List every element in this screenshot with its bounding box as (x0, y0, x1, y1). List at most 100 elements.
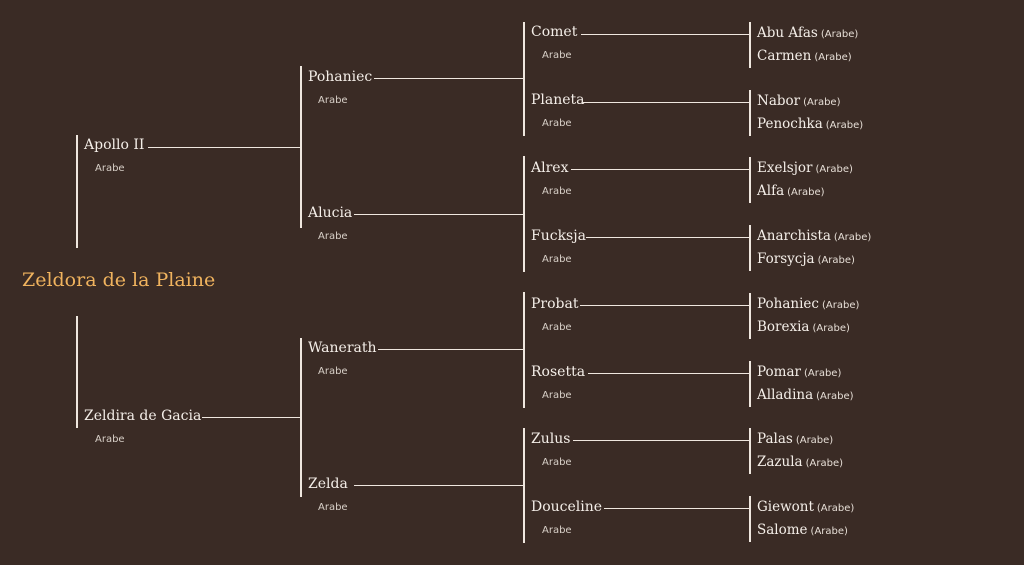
connector-line (588, 373, 749, 374)
grandparent-name[interactable]: Zelda (308, 476, 348, 492)
ancestor-name-text: Abu Afas (757, 25, 818, 41)
ancestor-breed-text: (Arabe) (795, 435, 834, 446)
ancestor-name-text: Borexia (757, 319, 810, 335)
great-grandparent-name[interactable]: Douceline (531, 499, 603, 515)
great-grandparent-name[interactable]: Zulus (531, 431, 571, 447)
great-great-grandparent-name[interactable]: Alfa(Arabe) (757, 183, 825, 201)
ancestor-breed-text: (Arabe) (817, 255, 855, 266)
great-great-grandparent-name[interactable]: Zazula(Arabe) (757, 454, 843, 472)
great-great-grandparent-name[interactable]: Exelsjor(Arabe) (757, 160, 853, 178)
ancestor-breed-text: (Arabe) (816, 391, 854, 402)
great-great-grandparent-bracket-line (749, 496, 751, 542)
ancestor-breed-text: (Arabe) (820, 29, 859, 40)
connector-line (378, 349, 523, 350)
connector-line (583, 102, 749, 103)
ancestor-name-text: Alfa (757, 183, 785, 199)
great-great-grandparent-name[interactable]: Penochka(Arabe) (757, 116, 863, 134)
connector-line (354, 214, 523, 215)
connector-line (580, 305, 749, 306)
great-grandparent-name[interactable]: Comet (531, 24, 578, 40)
great-great-grandparent-name[interactable]: Abu Afas(Arabe) (757, 25, 858, 43)
parent-breed: Arabe (95, 163, 125, 174)
great-grandparent-breed: Arabe (542, 390, 572, 401)
great-grandparent-name[interactable]: Alrex (531, 160, 569, 176)
connector-line (148, 147, 300, 148)
great-great-grandparent-bracket-line (749, 428, 751, 474)
great-great-grandparent-name[interactable]: Nabor(Arabe) (757, 93, 840, 111)
great-grandparent-breed: Arabe (542, 186, 572, 197)
grandparent-bracket-line (300, 338, 302, 497)
connector-line (202, 417, 300, 418)
parent-bracket-line (76, 316, 78, 428)
great-grandparent-name[interactable]: Planeta (531, 92, 585, 108)
connector-line (581, 34, 749, 35)
ancestor-name-text: Alladina (757, 387, 814, 403)
ancestor-breed-text: (Arabe) (821, 300, 860, 311)
connector-line (571, 169, 749, 170)
parent-breed: Arabe (95, 434, 125, 445)
ancestor-breed-text: (Arabe) (803, 97, 841, 108)
great-great-grandparent-name[interactable]: Giewont(Arabe) (757, 499, 854, 517)
great-grandparent-name[interactable]: Rosetta (531, 364, 586, 380)
great-grandparent-name[interactable]: Probat (531, 296, 579, 312)
connector-line (354, 485, 523, 486)
great-great-grandparent-bracket-line (749, 22, 751, 68)
great-great-grandparent-bracket-line (749, 361, 751, 407)
great-grandparent-breed: Arabe (542, 254, 572, 265)
parent-name[interactable]: Zeldira de Gacia (84, 408, 202, 424)
grandparent-breed: Arabe (318, 366, 348, 377)
ancestor-breed-text: (Arabe) (810, 526, 848, 537)
ancestor-breed-text: (Arabe) (805, 458, 843, 469)
ancestor-name-text: Nabor (757, 93, 801, 109)
ancestor-name-text: Penochka (757, 116, 823, 132)
great-grandparent-breed: Arabe (542, 118, 572, 129)
ancestor-name-text: Pohaniec (757, 296, 819, 312)
grandparent-breed: Arabe (318, 231, 348, 242)
great-great-grandparent-bracket-line (749, 225, 751, 271)
grandparent-breed: Arabe (318, 502, 348, 513)
ancestor-name-text: Zazula (757, 454, 803, 470)
great-great-grandparent-name[interactable]: Palas(Arabe) (757, 431, 833, 449)
ancestor-name-text: Salome (757, 522, 808, 538)
great-grandparent-breed: Arabe (542, 50, 572, 61)
ancestor-name-text: Palas (757, 431, 793, 447)
great-great-grandparent-name[interactable]: Salome(Arabe) (757, 522, 848, 540)
great-great-grandparent-bracket-line (749, 157, 751, 203)
ancestor-breed-text: (Arabe) (787, 187, 825, 198)
great-great-grandparent-name[interactable]: Alladina(Arabe) (757, 387, 854, 405)
grandparent-name[interactable]: Pohaniec (308, 69, 373, 85)
subject-horse-name[interactable]: Zeldora de la Plaine (22, 269, 216, 291)
ancestor-breed-text: (Arabe) (803, 368, 842, 379)
connector-line (586, 237, 749, 238)
ancestor-breed-text: (Arabe) (816, 503, 855, 514)
connector-line (604, 508, 749, 509)
parent-bracket-line (76, 135, 78, 248)
ancestor-breed-text: (Arabe) (812, 323, 850, 334)
great-great-grandparent-name[interactable]: Forsycja(Arabe) (757, 251, 855, 269)
ancestor-breed-text: (Arabe) (815, 164, 853, 175)
great-great-grandparent-name[interactable]: Borexia(Arabe) (757, 319, 850, 337)
ancestor-breed-text: (Arabe) (825, 120, 864, 131)
ancestor-name-text: Pomar (757, 364, 801, 380)
ancestor-name-text: Exelsjor (757, 160, 813, 176)
grandparent-name[interactable]: Wanerath (308, 340, 377, 356)
ancestor-name-text: Carmen (757, 48, 812, 64)
great-great-grandparent-name[interactable]: Anarchista(Arabe) (757, 228, 871, 246)
ancestor-name-text: Forsycja (757, 251, 815, 267)
grandparent-breed: Arabe (318, 95, 348, 106)
parent-name[interactable]: Apollo II (84, 137, 145, 153)
great-grandparent-bracket-line (523, 22, 525, 136)
ancestor-name-text: Giewont (757, 499, 814, 515)
great-grandparent-breed: Arabe (542, 322, 572, 333)
grandparent-bracket-line (300, 66, 302, 228)
great-grandparent-bracket-line (523, 156, 525, 272)
great-grandparent-name[interactable]: Fucksja (531, 228, 586, 244)
great-great-grandparent-name[interactable]: Pohaniec(Arabe) (757, 296, 859, 314)
grandparent-name[interactable]: Alucia (308, 205, 353, 221)
great-great-grandparent-name[interactable]: Pomar(Arabe) (757, 364, 841, 382)
connector-line (573, 440, 749, 441)
connector-line (374, 78, 523, 79)
great-great-grandparent-name[interactable]: Carmen(Arabe) (757, 48, 852, 66)
great-great-grandparent-bracket-line (749, 90, 751, 136)
